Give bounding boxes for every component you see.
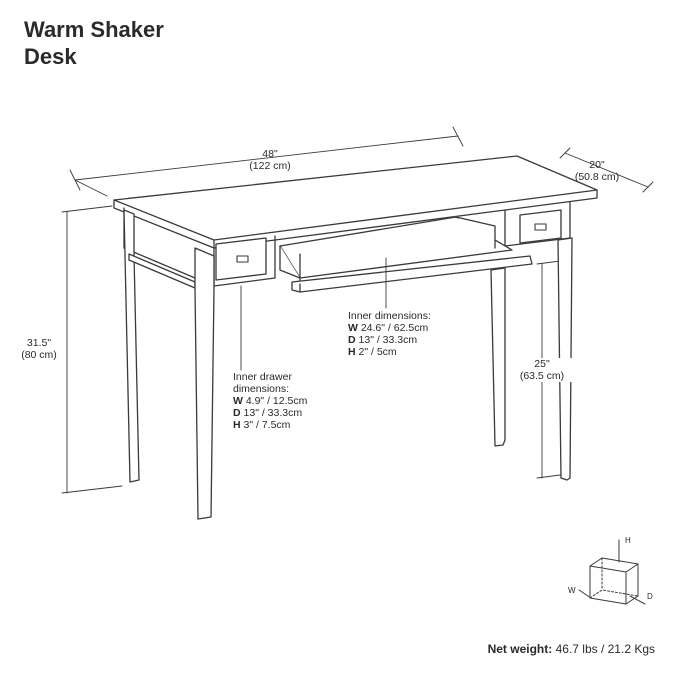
left-drawer [215,237,267,281]
height-imperial: 31.5" [26,337,52,349]
right-drawer-pull-icon [534,223,547,231]
inner-drawer-heading-1: Inner drawer [233,371,292,383]
inner-drawer-width: W 4.9" / 12.5cm [233,395,308,407]
depth-dimension-line [559,147,654,193]
net-weight: Net weight: 46.7 lbs / 21.2 Kgs [488,642,655,656]
title-line-1: Warm Shaker [24,17,164,42]
depth-metric: (50.8 cm) [574,171,620,183]
axis-legend-d: D [647,592,653,601]
height-dimension-line [61,205,123,494]
knee-height-metric: (63.5 cm) [519,370,565,382]
inner-tray-depth: D 13" / 33.3cm [348,334,418,346]
net-weight-label: Net weight: [487,642,553,656]
knee-height-imperial: 25" [534,358,550,370]
product-title: Warm Shaker Desk [24,16,164,70]
desk-top [113,155,598,249]
knee-height-dimension-label: 25" (63.5 cm) [512,358,572,382]
width-metric: (122 cm) [249,160,291,172]
inner-tray-width: W 24.6" / 62.5cm [348,322,429,334]
net-weight-value: 46.7 lbs / 21.2 Kgs [552,642,655,656]
inner-tray-height: H 2" / 5cm [348,346,397,358]
keyboard-tray [279,216,533,293]
inner-drawer-dimensions: Inner drawer dimensions: W 4.9" / 12.5cm… [233,371,308,431]
height-dimension-label: 31.5" (80 cm) [14,337,64,361]
height-metric: (80 cm) [21,349,57,361]
leader-lines [240,257,387,371]
cube-axis-icon [578,539,646,605]
left-drawer-pull-icon [236,255,249,263]
width-imperial: 48" [262,148,278,160]
desk-legs [123,209,573,520]
depth-imperial: 20" [589,159,605,171]
inner-tray-heading: Inner dimensions: [348,310,431,322]
inner-drawer-depth: D 13" / 33.3cm [233,407,303,419]
depth-dimension-label: 20" (50.8 cm) [565,159,629,183]
right-drawer [519,209,562,244]
title-line-2: Desk [24,44,77,69]
axis-legend-w: W [568,586,576,595]
axis-legend-h: H [625,536,631,545]
width-dimension-label: 48" (122 cm) [240,148,300,172]
inner-tray-dimensions: Inner dimensions: W 24.6" / 62.5cm D 13"… [348,310,431,358]
inner-drawer-height: H 3" / 7.5cm [233,419,291,431]
width-dimension-line [69,126,464,197]
inner-drawer-heading-2: dimensions: [233,383,290,395]
